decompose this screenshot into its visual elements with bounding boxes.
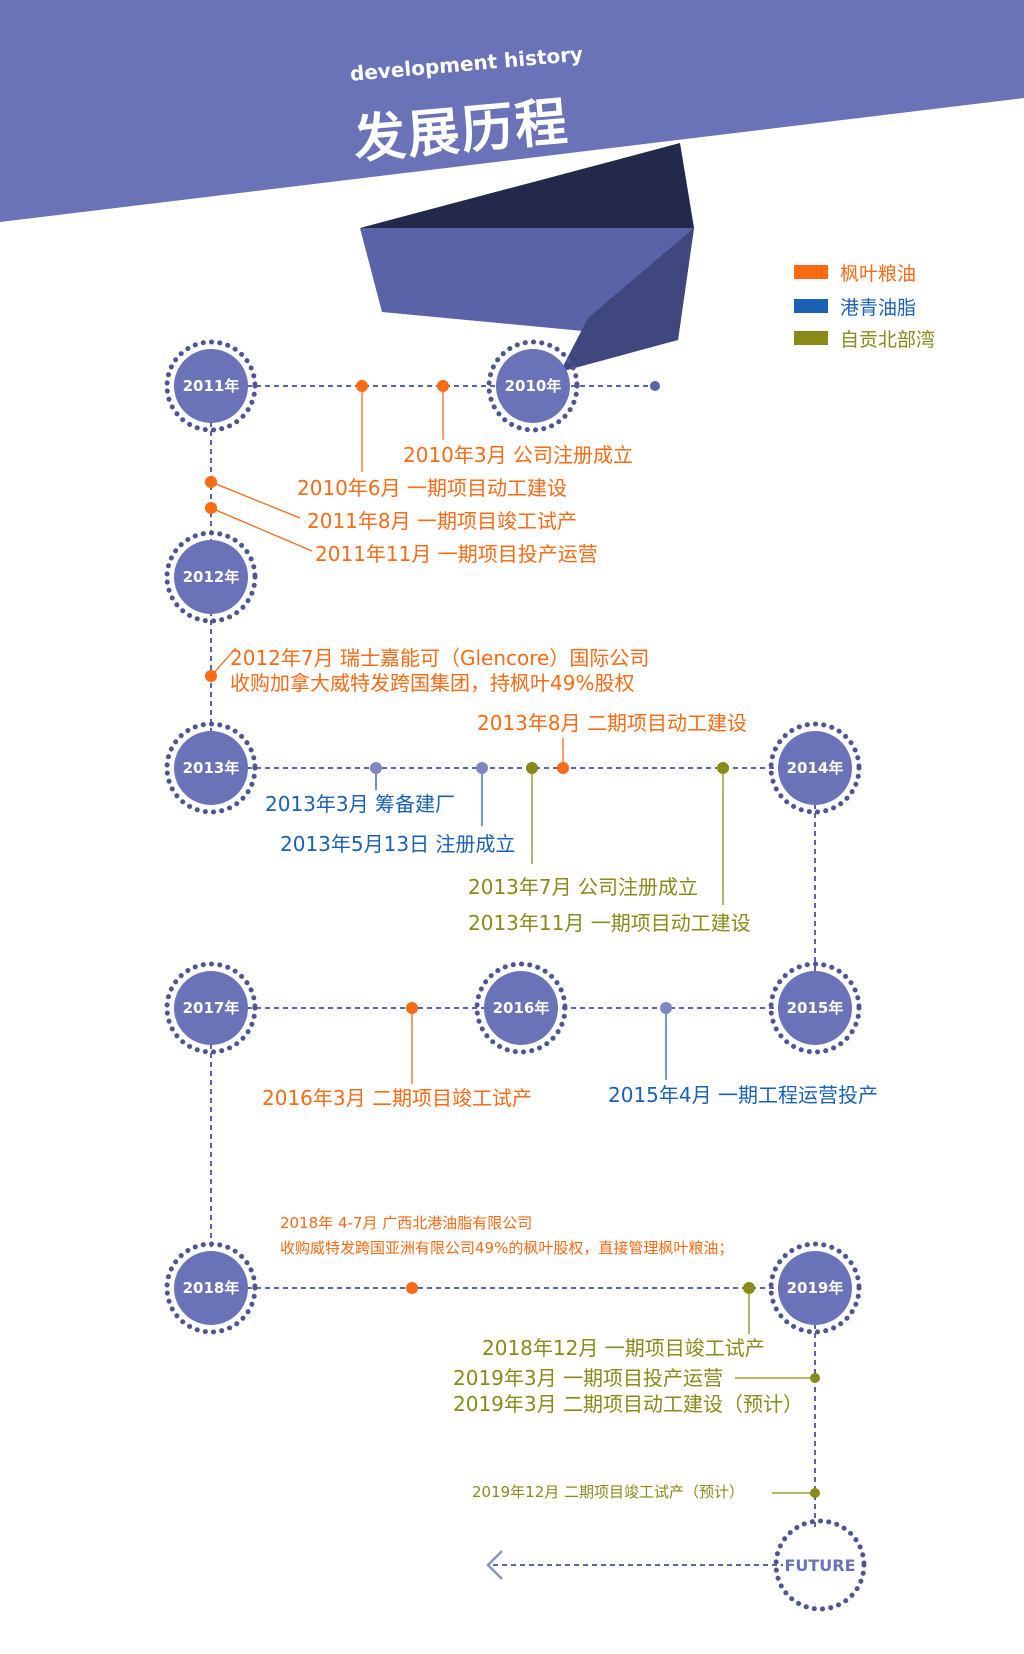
event-label: 2019年3月 一期项目投产运营 [453,1366,723,1390]
ribbon-dark-fold [360,143,694,228]
event-dot [437,380,449,392]
legend-swatch [794,265,828,279]
event-label: 2019年12月 二期项目竣工试产（预计） [472,1483,745,1501]
event-dot [205,502,217,514]
event-dot [526,762,538,774]
year-node-2010: 2010年 [486,339,580,433]
ribbon-tail [560,228,694,372]
year-node-2015: 2015年 [768,961,862,1055]
year-node-2011: 2011年 [164,339,258,433]
future-node: FUTURE [773,1518,867,1612]
event-dot [660,1002,672,1014]
event-connectors [210,386,815,1494]
year-node-2013: 2013年 [164,721,258,815]
event-label: 2019年3月 二期项目动工建设（预计） [453,1392,803,1416]
path-end-dot [650,381,660,391]
event-label: 2013年3月 筹备建厂 [265,792,455,816]
year-node-2014: 2014年 [768,721,862,815]
event-label: 2018年12月 一期项目竣工试产 [482,1336,765,1360]
legend-item: 港青油脂 [794,293,916,319]
year-label: 2014年 [787,759,844,777]
legend-swatch [794,331,828,345]
event-label: 收购加拿大威特发跨国集团，持枫叶49%股权 [230,671,635,695]
header-banner [0,0,1024,222]
year-label: 2011年 [183,377,240,395]
year-node-2019: 2019年 [768,1241,862,1335]
event-dot [557,762,569,774]
event-label: 2013年5月13日 注册成立 [280,832,516,856]
legend-item: 自贡北部湾 [794,325,935,351]
event-label: 2018年 4-7月 广西北港油脂有限公司 [280,1214,533,1232]
event-label: 2012年7月 瑞士嘉能可（Glencore）国际公司 [230,646,650,670]
event-dot [717,762,729,774]
event-dot [810,1488,820,1498]
legend-label: 港青油脂 [840,296,917,319]
future-label: FUTURE [784,1556,855,1575]
year-label: 2016年 [493,999,550,1017]
event-dot [406,1282,418,1294]
event-label: 收购威特发跨国亚洲有限公司49%的枫叶股权，直接管理枫叶粮油； [280,1239,734,1257]
year-label: 2010年 [505,377,562,395]
year-label: 2019年 [787,1279,844,1297]
legend-swatch [794,299,828,313]
legend-label: 枫叶粮油 [840,262,917,285]
event-label: 2016年3月 二期项目竣工试产 [262,1086,532,1110]
legend-label: 自贡北部湾 [840,328,936,351]
event-dot [476,762,488,774]
year-node-2018: 2018年 [164,1241,258,1335]
event-label: 2013年7月 公司注册成立 [468,875,698,899]
event-label: 2011年8月 一期项目竣工试产 [307,509,577,533]
year-node-2012: 2012年 [164,530,258,624]
future-arrow-icon [486,1550,503,1580]
year-node-2017: 2017年 [164,961,258,1055]
event-label: 2011年11月 一期项目投产运营 [315,542,598,566]
year-label: 2017年 [183,999,240,1017]
event-dot [810,1373,820,1383]
event-dot [205,670,217,682]
year-node-2016: 2016年 [474,961,568,1055]
event-dot [356,380,368,392]
event-label: 2013年11月 一期项目动工建设 [468,911,751,935]
event-label: 2015年4月 一期工程运营投产 [608,1083,878,1107]
event-dot [743,1282,755,1294]
year-label: 2018年 [183,1279,240,1297]
year-label: 2012年 [183,568,240,586]
event-label: 2013年8月 二期项目动工建设 [477,711,747,735]
year-label: 2013年 [183,759,240,777]
event-dot [205,476,217,488]
event-label: 2010年3月 公司注册成立 [403,443,633,467]
event-label: 2010年6月 一期项目动工建设 [297,476,567,500]
event-dot [406,1002,418,1014]
year-label: 2015年 [787,999,844,1017]
event-dot [370,762,382,774]
legend-item: 枫叶粮油 [794,259,916,285]
